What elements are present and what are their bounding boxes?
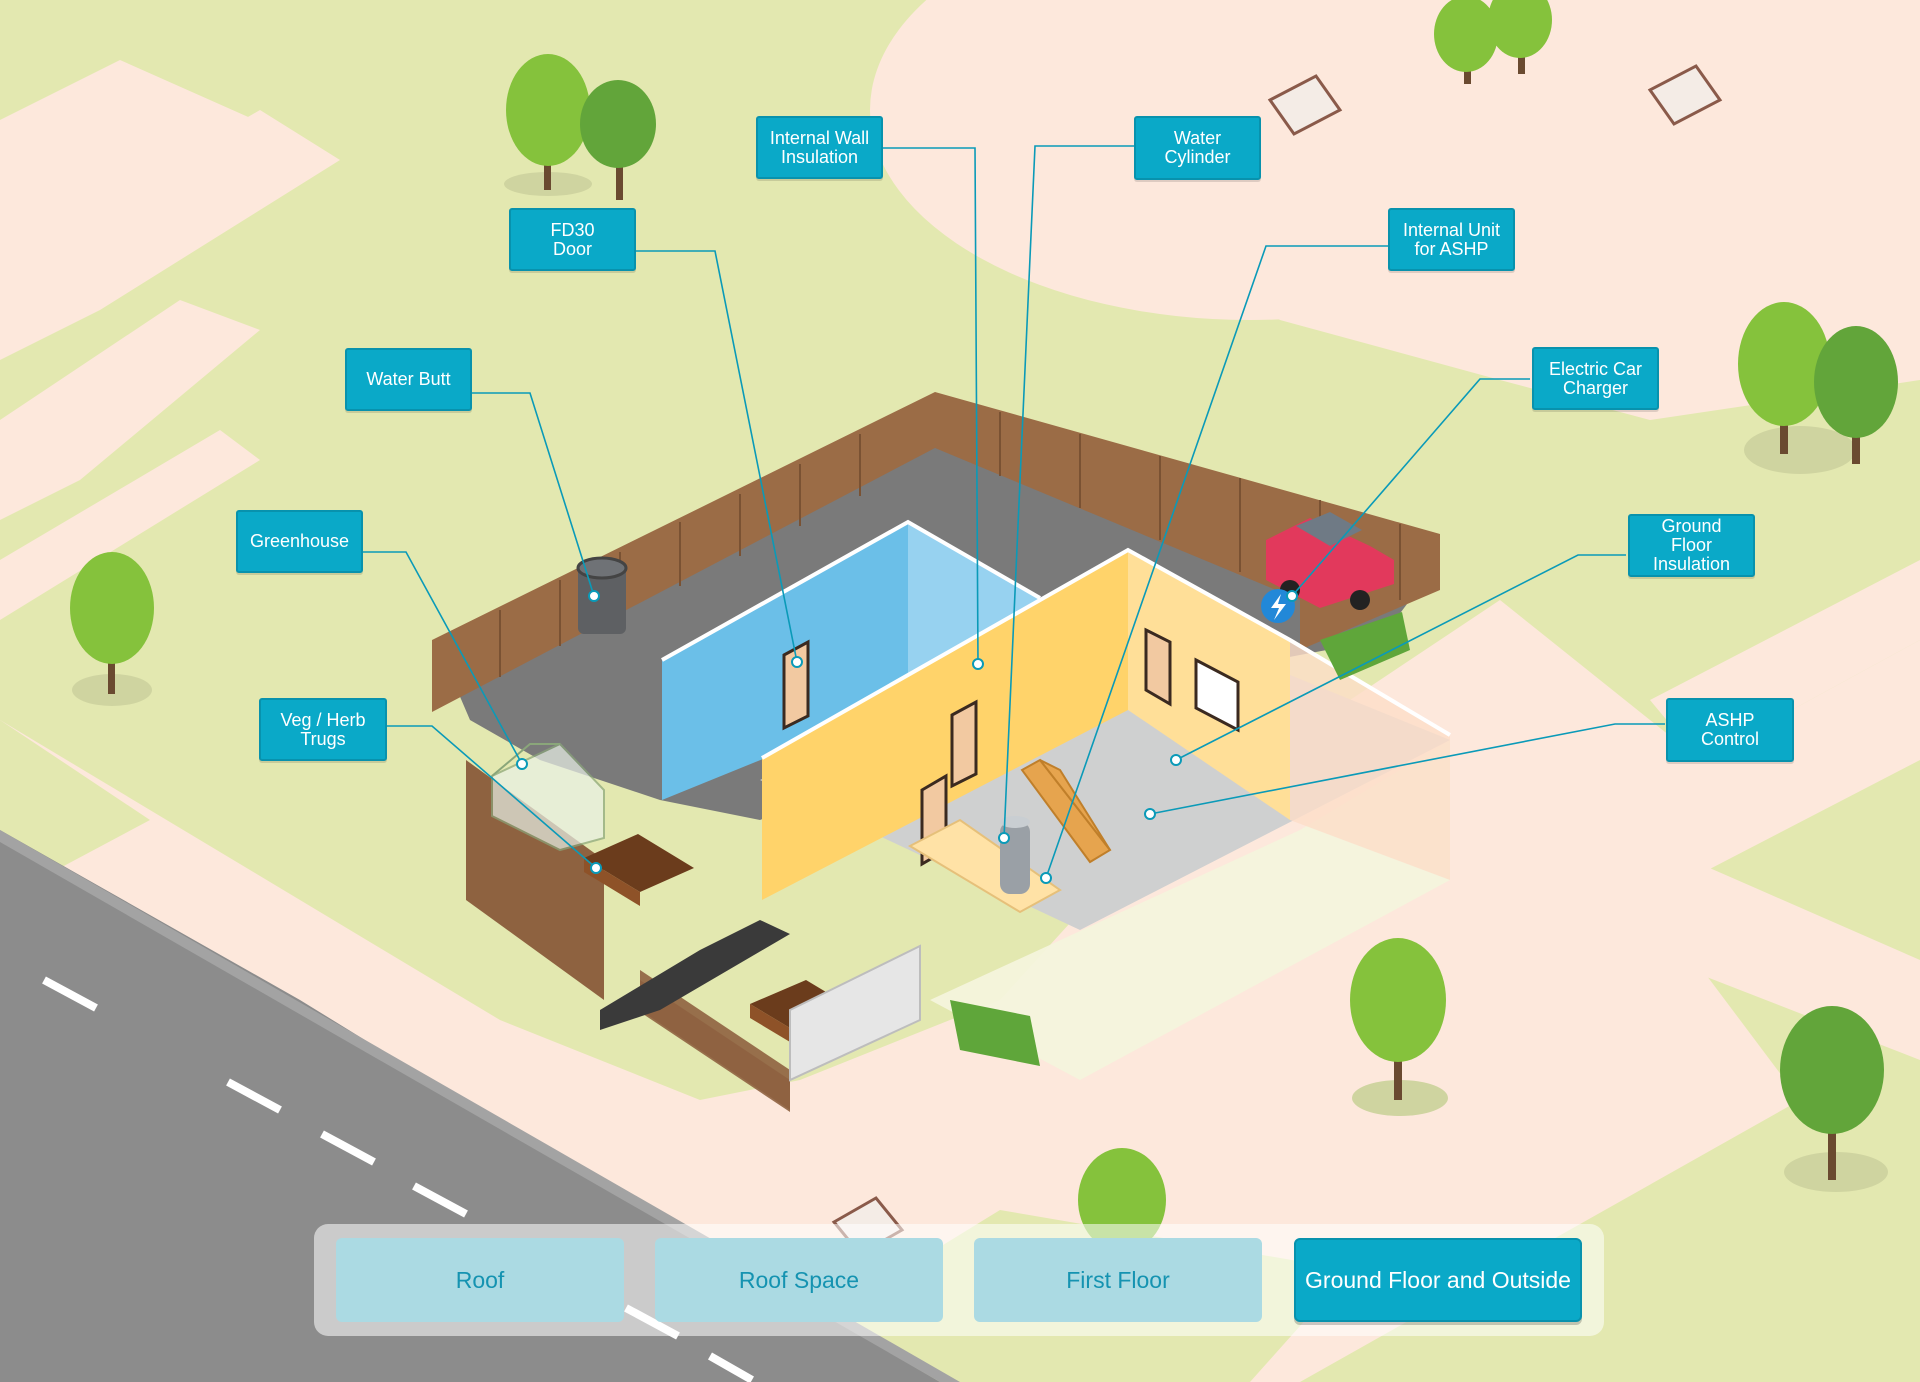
tab-ground-floor-and-outside[interactable]: Ground Floor and Outside [1294, 1238, 1582, 1322]
callout-electric-car-charger[interactable]: Electric Car Charger [1532, 347, 1659, 410]
hotspots [516, 590, 1298, 884]
floor-navigation: Roof Roof Space First Floor Ground Floor… [314, 1224, 1604, 1336]
doors [782, 627, 1172, 867]
gate [789, 944, 921, 1082]
greenhouse-object [491, 742, 605, 852]
tab-roof[interactable]: Roof [336, 1238, 624, 1322]
hedges [950, 612, 1410, 1066]
planter-beds [584, 834, 846, 1042]
callout-greenhouse[interactable]: Greenhouse [236, 510, 363, 573]
tab-first-floor[interactable]: First Floor [974, 1238, 1262, 1322]
callout-water-butt[interactable]: Water Butt [345, 348, 472, 411]
leader-lines [363, 145, 1665, 879]
driveway [600, 920, 790, 1030]
callout-internal-unit-ashp[interactable]: Internal Unit for ASHP [1388, 208, 1515, 271]
callout-water-cylinder[interactable]: Water Cylinder [1134, 116, 1261, 180]
tab-roof-space[interactable]: Roof Space [655, 1238, 943, 1322]
callout-fd30-door[interactable]: FD30 Door [509, 208, 636, 271]
callout-veg-herb-trugs[interactable]: Veg / Herb Trugs [259, 698, 387, 761]
callout-ground-floor-insulation[interactable]: Ground Floor Insulation [1628, 514, 1755, 577]
callout-ashp-control[interactable]: ASHP Control [1666, 698, 1794, 762]
window [1194, 657, 1240, 733]
callout-internal-wall-insulation[interactable]: Internal Wall Insulation [756, 116, 883, 179]
trees [70, 0, 1898, 1252]
stairs [1020, 758, 1112, 864]
